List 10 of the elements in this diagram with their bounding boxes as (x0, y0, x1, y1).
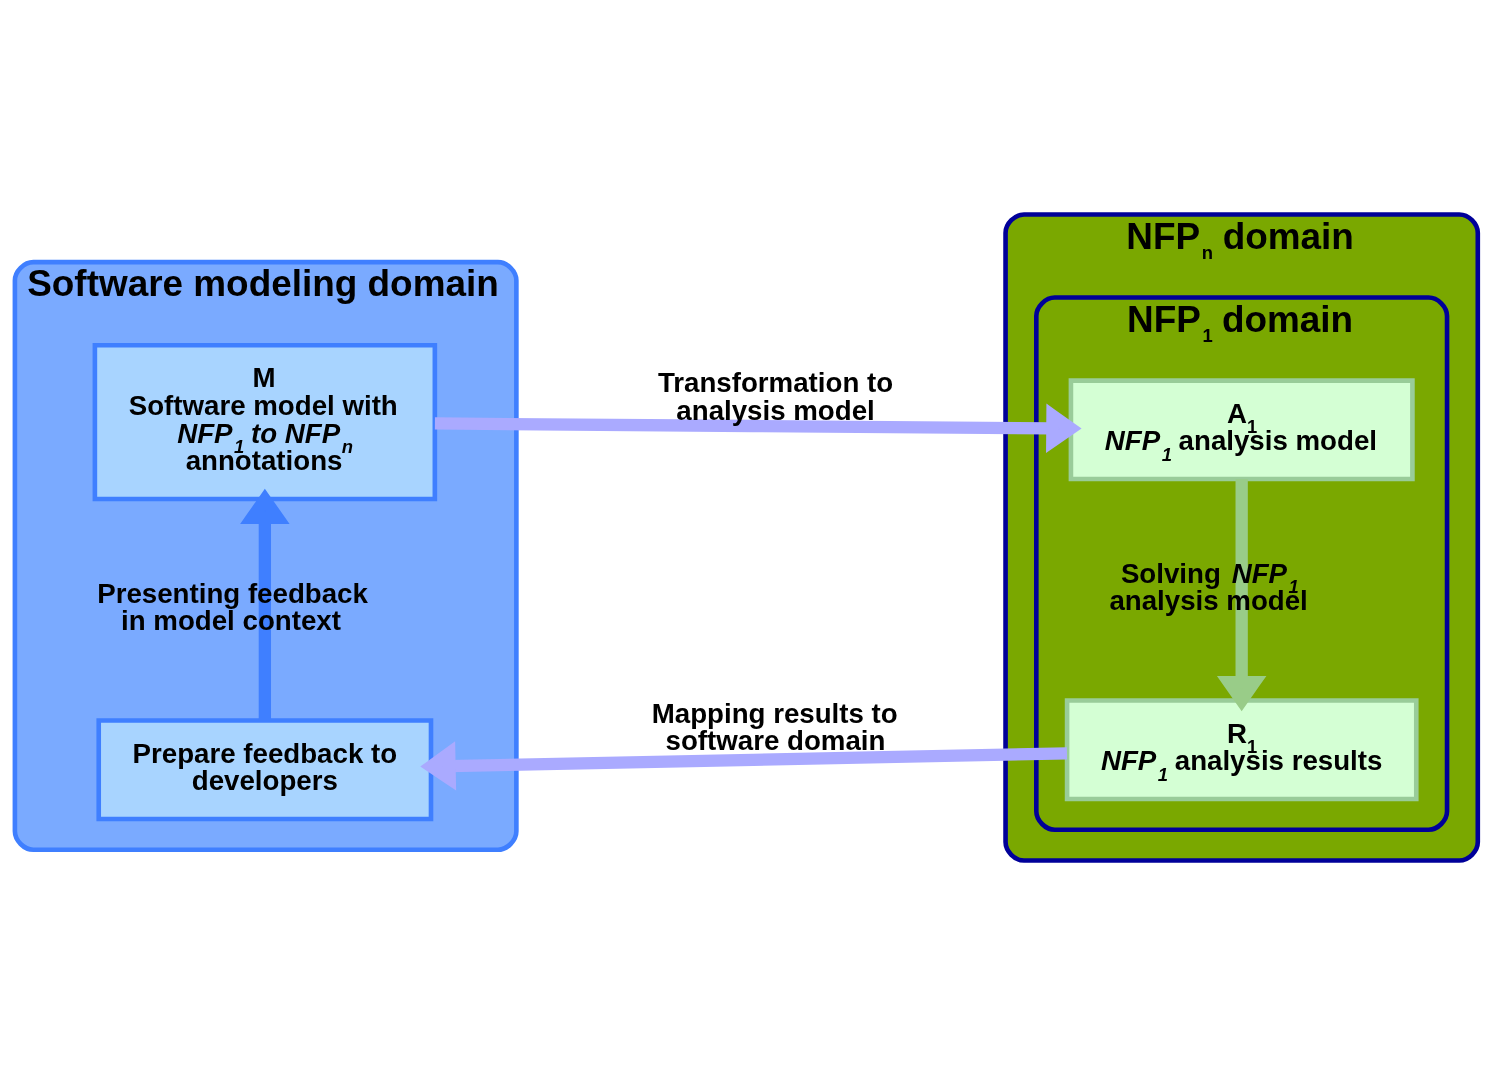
node-box: A$_{1}$ NFP$_{1}$ analysis model (1068, 378, 1415, 482)
arrow (434, 403, 1082, 454)
node-box: R$_{1}$ NFP$_{1}$ analysis results (1064, 698, 1419, 802)
edge-label: Mapping results to software domain (651, 697, 898, 757)
arrow (240, 488, 290, 720)
edge-label: Presenting feedback in model context (97, 577, 368, 637)
node-box: Prepare feedback to developers (96, 718, 434, 822)
edge-label: Transformation to analysis model (657, 366, 894, 426)
node-box: M Software model with NFP$_{1}$ to NFP$_{n}$ annotations (92, 342, 438, 502)
arrow (420, 741, 1068, 791)
